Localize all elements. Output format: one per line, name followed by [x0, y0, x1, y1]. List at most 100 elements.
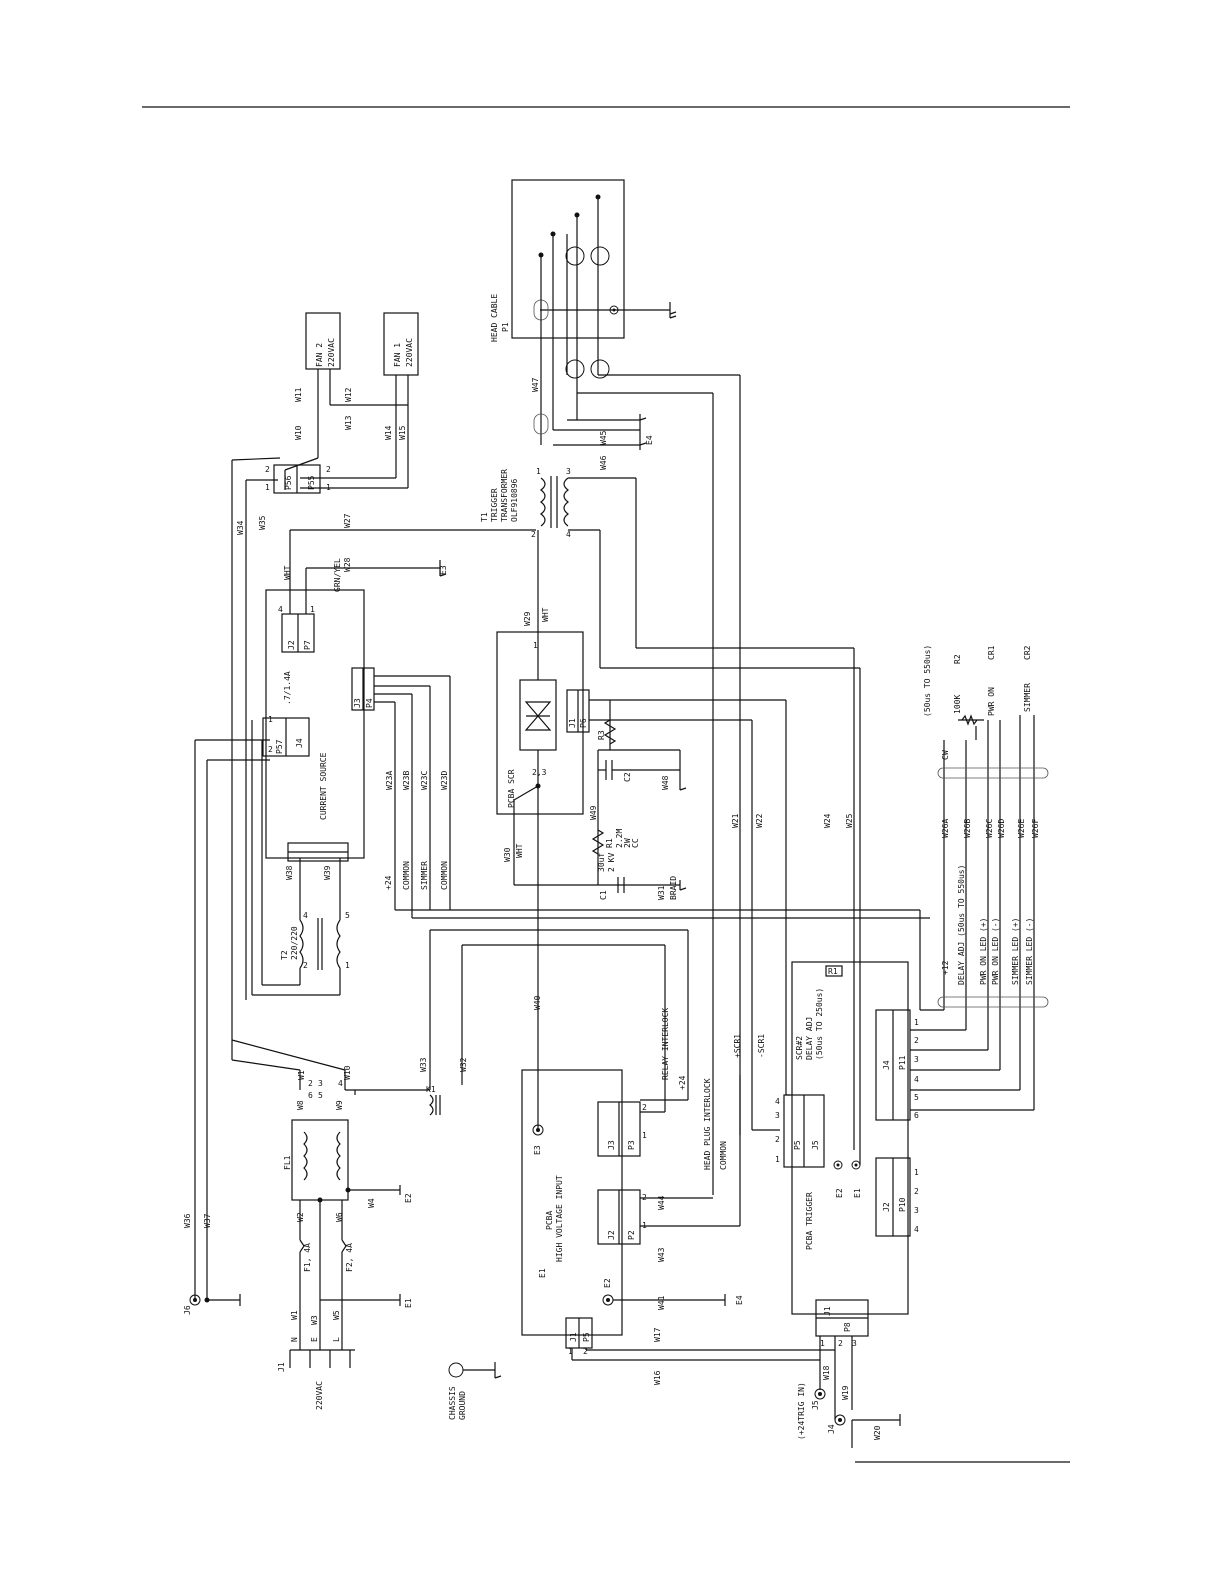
- j3-hv-label: J3: [607, 1140, 616, 1150]
- j2-hv-label: J2: [607, 1230, 616, 1240]
- w32-label: W32: [459, 1057, 468, 1072]
- f1-label: F1, 4A: [303, 1243, 312, 1272]
- svg-text:4: 4: [566, 530, 571, 539]
- simmer-led-minus-label: SIMMER LED (-): [1025, 918, 1034, 985]
- w18-label: W18: [822, 1365, 831, 1380]
- svg-text:6: 6: [914, 1111, 919, 1120]
- w10-label: W10: [294, 425, 303, 440]
- p5-hv-label: P5: [582, 1332, 591, 1342]
- delay-adj-label: DELAY ADJ: [805, 1017, 814, 1060]
- w3-label: W3: [310, 1315, 319, 1325]
- hv-input-label: HIGH VOLTAGE INPUT: [555, 1175, 564, 1262]
- e1-trigger-label: E1: [853, 1188, 862, 1198]
- p55-label: P55: [307, 475, 316, 490]
- plus12-label: +12: [941, 960, 950, 975]
- w29-label: W29: [523, 611, 532, 626]
- plus24a-label: +24: [384, 875, 393, 890]
- t2-label: T2: [280, 950, 289, 960]
- head-plug-interlock-label: HEAD PLUG INTERLOCK: [703, 1078, 712, 1170]
- fl1-label: FL1: [283, 1155, 292, 1170]
- pcba-trigger-block: PCBA TRIGGER SCR#2 DELAY ADJ (50us TO 25…: [775, 961, 919, 1348]
- w1-switch-label: W1: [297, 1070, 306, 1080]
- svg-text:1: 1: [568, 1347, 573, 1356]
- chassis-label: CHASSIS: [448, 1386, 457, 1420]
- w23a-label: W23A: [385, 771, 394, 790]
- e1-hv-label: E1: [538, 1268, 547, 1278]
- w40-label: W40: [533, 995, 542, 1010]
- w6-label: W6: [335, 1212, 344, 1222]
- svg-text:1: 1: [268, 715, 273, 724]
- w48-label: W48: [661, 775, 670, 790]
- svg-text:1: 1: [536, 467, 541, 476]
- t1-part-label: OLF910896: [510, 478, 519, 522]
- w45-label: W45: [599, 430, 608, 445]
- r1-box-label: R1: [828, 967, 838, 976]
- rc-network: R3 C2 W48 W49 R1 2.2M 2W CC C1 30uf 2 KV…: [503, 700, 687, 900]
- pcba-hv-label: PCBA: [545, 1211, 554, 1230]
- j2-trigger-label: J2: [882, 1202, 891, 1212]
- w23b-label: W23B: [402, 771, 411, 790]
- j3-label: J3: [353, 698, 362, 708]
- w10-switch-label: W10: [343, 1065, 352, 1080]
- svg-text:4: 4: [914, 1225, 919, 1234]
- center-wiring: W40 RELAY INTERLOCK +24 HEAD PLUG INTERL…: [429, 374, 766, 1210]
- fan1-block: FAN 1 220VAC: [383, 312, 419, 376]
- svg-text:3: 3: [318, 1079, 323, 1088]
- l-label: L: [332, 1337, 341, 1342]
- input-voltage-label: 220VAC: [315, 1381, 324, 1410]
- svg-text:4: 4: [775, 1097, 780, 1106]
- w24-label: W24: [823, 813, 832, 828]
- r1-value: 2.2M: [615, 829, 624, 848]
- svg-text:1: 1: [775, 1155, 780, 1164]
- fan-wiring: P56 P55 21 21 W10 W11 W12 W13 W14 W15 W3…: [236, 369, 409, 535]
- transformer-label: TRANSFORMER: [500, 469, 509, 522]
- plus-scr1-label: +SCR1: [733, 1034, 742, 1058]
- common2-label: COMMON: [440, 861, 449, 890]
- svg-text:2: 2: [642, 1103, 647, 1112]
- w39-label: W39: [323, 865, 332, 880]
- ground-label: GROUND: [458, 1391, 467, 1420]
- pcba-scr-block: PCBA SCR 1 2,3 J1 P6 W29 WHT W21 W22 W24…: [496, 530, 861, 1165]
- svg-text:3: 3: [852, 1339, 857, 1348]
- svg-text:2: 2: [583, 1347, 588, 1356]
- w34-label: W34: [236, 520, 245, 535]
- svg-text:1: 1: [533, 641, 538, 650]
- w19-label: W19: [841, 1385, 850, 1400]
- e2-trigger-label: E2: [835, 1188, 844, 1198]
- t1-label: T1: [480, 512, 489, 522]
- w5-label: W5: [332, 1310, 341, 1320]
- e-label: E: [310, 1337, 319, 1342]
- svg-text:1: 1: [326, 483, 331, 492]
- svg-text:3: 3: [914, 1055, 919, 1064]
- svg-text:5: 5: [318, 1091, 323, 1100]
- svg-text:1: 1: [914, 1168, 919, 1177]
- svg-text:2: 2: [775, 1135, 780, 1144]
- w25-label: W25: [845, 813, 854, 828]
- cw-label: CW: [941, 750, 950, 760]
- braid-label: BRAID: [669, 876, 678, 900]
- delay-adj-long-label: DELAY ADJ (50us TO 550us): [957, 865, 966, 985]
- e1-input-label: E1: [404, 1298, 413, 1308]
- w8-label: W8: [296, 1100, 305, 1110]
- r1-watt: 2W: [623, 838, 632, 848]
- current-source-wiring: WHT GRN/YEL W28 W27 E3 W23A W23B W23C W2…: [283, 513, 944, 1011]
- w17-label: W17: [653, 1327, 662, 1342]
- w38-label: W38: [285, 865, 294, 880]
- w47-label: W47: [531, 377, 540, 392]
- scr2-label: SCR#2: [795, 1036, 804, 1060]
- relay-interlock-label: RELAY INTERLOCK: [661, 1008, 670, 1080]
- j2-label: J2: [287, 640, 296, 650]
- trig-in-label: (+24TRIG IN): [797, 1382, 806, 1440]
- e2-hv-label: E2: [603, 1278, 612, 1288]
- wht2-label: WHT: [541, 607, 550, 622]
- p10-label: P10: [898, 1197, 907, 1212]
- e2-filter-label: E2: [404, 1193, 413, 1203]
- w26d-label: W26D: [997, 819, 1006, 838]
- fan1-label: FAN 1: [393, 343, 402, 367]
- fan1-voltage: 220VAC: [405, 338, 414, 367]
- w37-label: W37: [203, 1213, 212, 1228]
- svg-text:3: 3: [914, 1206, 919, 1215]
- w12-label: W12: [344, 387, 353, 402]
- p2-hv-label: P2: [627, 1230, 636, 1240]
